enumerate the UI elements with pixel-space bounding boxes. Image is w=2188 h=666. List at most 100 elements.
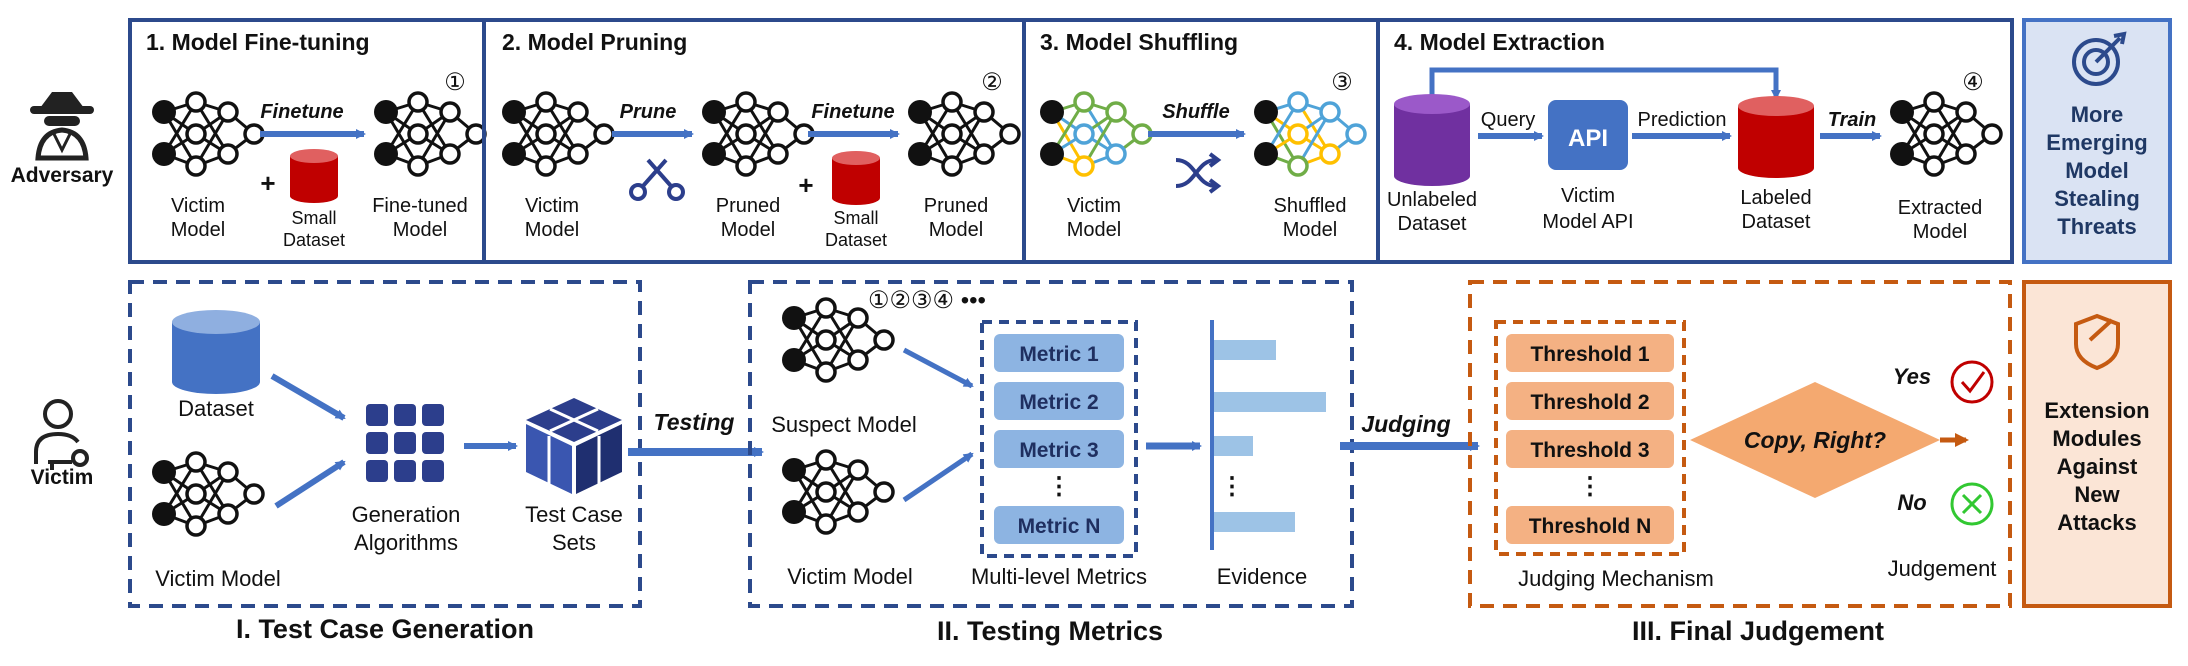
network-node: [702, 100, 726, 124]
network-node: [217, 143, 239, 165]
extracted-label-1: Extracted: [1898, 197, 1982, 219]
victim-model-label-1: Victim: [171, 195, 225, 217]
network-node: [815, 449, 837, 471]
network-node: [152, 100, 176, 124]
threshold-box: [1506, 430, 1674, 468]
victim-model-label-1: Victim: [525, 195, 579, 217]
shuffle-label: Shuffle: [1162, 101, 1229, 123]
api-label-2: Model API: [1542, 211, 1633, 233]
network-node: [908, 100, 932, 124]
network-node: [593, 123, 615, 145]
network-node: [217, 503, 239, 525]
threshold-box: [1506, 334, 1674, 372]
network-node: [973, 143, 995, 165]
threshold-label: Threshold N: [1529, 515, 1652, 538]
panel-title: 3. Model Shuffling: [1040, 29, 1238, 55]
prediction-label: Prediction: [1638, 109, 1727, 131]
network-node: [1890, 142, 1914, 166]
attack-panel-fine-tuning: 1. Model Fine-tuning ① Victim Model Fine…: [128, 18, 487, 264]
victim-role: Victim: [31, 399, 94, 489]
algorithms-label-1: Generation: [352, 502, 461, 527]
plus-sign: +: [260, 168, 275, 198]
query-label: Query: [1481, 109, 1535, 131]
network-node: [941, 155, 963, 177]
shuffle-icon: [1175, 152, 1222, 194]
pruned-network-icon: [702, 91, 815, 177]
victim-network-icon: [782, 449, 895, 535]
network-node: [374, 100, 398, 124]
metric-ellipsis: ⋮: [1047, 473, 1071, 500]
suspect-model-label: Suspect Model: [771, 412, 917, 437]
extension-line-3: Against: [2057, 454, 2138, 479]
threshold-box: [1506, 382, 1674, 420]
model-arrow: [274, 459, 346, 509]
network-node: [1923, 155, 1945, 177]
dataset-label: Dataset: [178, 396, 254, 421]
network-node: [847, 501, 869, 523]
network-node: [815, 361, 837, 383]
no-label: No: [1897, 490, 1926, 515]
network-node: [243, 483, 265, 505]
unlabeled-dataset-cylinder-icon: [1394, 94, 1470, 186]
network-node: [1105, 143, 1127, 165]
threshold-box: [1506, 506, 1674, 544]
section-caption: II. Testing Metrics: [937, 616, 1163, 646]
network-node: [217, 101, 239, 123]
network-node: [439, 101, 461, 123]
network-node: [873, 481, 895, 503]
metric-box: [994, 506, 1124, 544]
network-node: [407, 155, 429, 177]
attack-panel-pruning: 2. Model Pruning ② Victim Model Prune Pr…: [482, 18, 1026, 264]
network-node: [1345, 123, 1367, 145]
attack-panel-extraction: 4. Model Extraction ④ Unlabeled Dataset …: [1376, 18, 2014, 264]
network-node: [815, 329, 837, 351]
adversary-role: Adversary: [11, 92, 114, 187]
network-node: [767, 143, 789, 165]
victim-label: Victim: [31, 466, 94, 489]
network-node: [407, 123, 429, 145]
test-case-generation-section: Dataset Victim Model Generation Algorith…: [128, 280, 642, 644]
network-node: [502, 142, 526, 166]
network-node: [185, 515, 207, 537]
cube-icon: [526, 398, 622, 494]
network-node: [782, 500, 806, 524]
threats-line-4: Stealing: [2054, 186, 2140, 211]
network-node: [782, 458, 806, 482]
small-dataset-cylinder-icon: [290, 149, 338, 203]
fine-tuned-label-1: Fine-tuned: [372, 195, 468, 217]
shield-icon: [2074, 313, 2120, 371]
network-node: [152, 502, 176, 526]
metric-box: [994, 334, 1124, 372]
victim-model-label: Victim Model: [155, 566, 281, 591]
network-node: [567, 101, 589, 123]
evidence-bar: [1214, 512, 1295, 532]
api-text: API: [1568, 125, 1608, 152]
algorithms-label-2: Algorithms: [354, 530, 458, 555]
shuffled-network-icon: [1254, 91, 1367, 177]
network-node: [1955, 101, 1977, 123]
evidence-bars: [1214, 340, 1326, 532]
victim-arrow: [902, 451, 974, 503]
extracted-network-icon: [1890, 91, 2003, 177]
extension-line-2: Modules: [2052, 426, 2141, 451]
network-node: [439, 143, 461, 165]
network-node: [782, 306, 806, 330]
attack-panel-shuffling: 3. Model Shuffling ③ Victim Model Shuffl…: [1022, 18, 1380, 264]
network-node: [535, 123, 557, 145]
attack-number: ③: [1331, 69, 1353, 96]
network-node: [1923, 123, 1945, 145]
threshold-ellipsis: ⋮: [1578, 473, 1602, 500]
attack-number: ①: [444, 69, 466, 96]
fine-tuned-label-2: Model: [393, 219, 447, 241]
spy-icon: [30, 92, 94, 161]
network-node: [535, 155, 557, 177]
small-dataset-cylinder-icon: [832, 151, 880, 205]
target-icon: [2072, 31, 2127, 86]
victim-model-label-2: Model: [525, 219, 579, 241]
metric-label: Metric N: [1018, 515, 1101, 538]
network-node: [908, 142, 932, 166]
network-node: [1073, 155, 1095, 177]
victim-network-icon: [152, 91, 265, 177]
metrics-label: Multi-level Metrics: [971, 564, 1147, 589]
algorithm-grid-icon: [366, 404, 444, 482]
